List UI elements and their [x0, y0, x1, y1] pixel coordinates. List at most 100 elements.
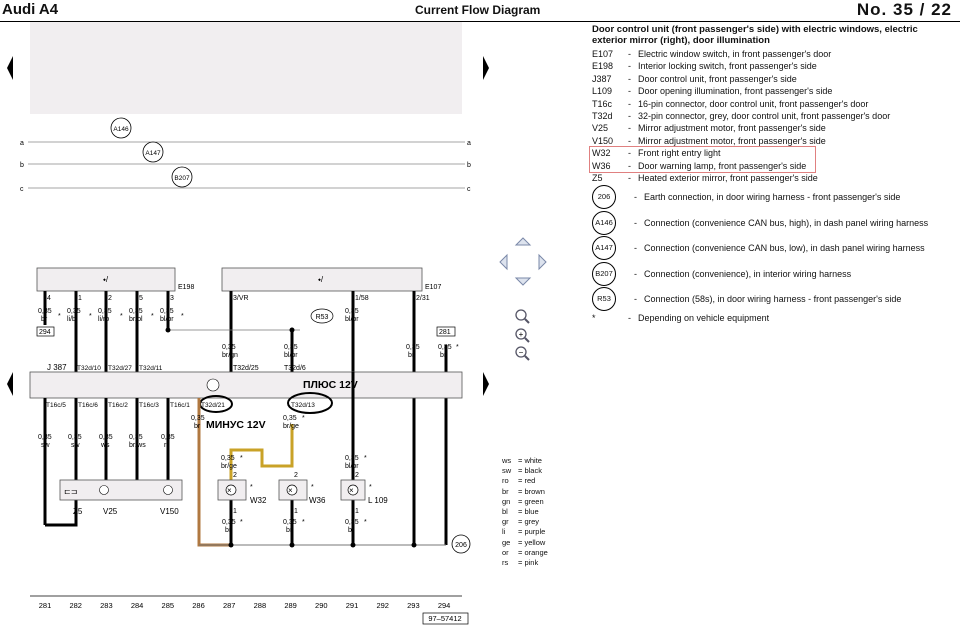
svg-text:0,35: 0,35 [129, 434, 143, 441]
svg-text:T32d/13: T32d/13 [291, 402, 315, 409]
bus-label-b-right: b [467, 162, 471, 169]
next-mid-arrow-icon[interactable] [483, 372, 489, 396]
svg-text:0,35: 0,35 [160, 308, 174, 315]
ref-281-box [436, 326, 456, 337]
next-top-arrow-icon[interactable] [483, 56, 489, 80]
legend-desc: Door warning lamp, front passenger's sid… [638, 160, 807, 171]
svg-text:T32d/10: T32d/10 [77, 365, 101, 372]
svg-text:1: 1 [78, 295, 82, 302]
svg-text:1: 1 [294, 508, 298, 515]
model-title: Audi A4 [2, 1, 59, 18]
legend-item: W36-Door warning lamp, front passenger's… [592, 160, 947, 172]
bus-label-a-left: a [20, 140, 24, 147]
legend-note: * - Depending on vehicle equipment [592, 312, 947, 324]
svg-text:0,35: 0,35 [283, 519, 297, 526]
legend-code: T16c [592, 98, 613, 109]
junction-285 [165, 327, 171, 333]
zoom-out-icon[interactable]: − [515, 346, 530, 361]
svg-text:T32d/21: T32d/21 [201, 402, 225, 409]
pan-up-icon[interactable] [514, 237, 532, 246]
legend-code: W32 [592, 148, 611, 159]
legend-highlight-w32-w36 [589, 146, 816, 173]
column-number: 291 [346, 601, 359, 610]
svg-text:2/31: 2/31 [416, 295, 430, 302]
pan-left-icon[interactable] [499, 253, 508, 271]
connector-circle: 206 [592, 185, 616, 210]
legend-item: W32-Front right entry light [592, 147, 947, 159]
connector-desc: Connection (convenience), in interior wi… [644, 268, 852, 279]
connector-circle: A146 [592, 210, 616, 235]
color-key-row: ro= red [502, 476, 536, 486]
svg-text:T16c/3: T16c/3 [139, 402, 159, 409]
svg-text:*: * [302, 519, 305, 526]
column-number: 282 [69, 601, 82, 610]
motor-v150-icon [163, 485, 173, 495]
legend-code: Z5 [592, 173, 603, 184]
svg-text:*: * [120, 313, 123, 320]
svg-text:br/gn: br/gn [222, 352, 238, 359]
svg-text:*: * [151, 313, 154, 320]
svg-text:3/VR: 3/VR [233, 295, 249, 302]
bus-label-c-left: c [20, 186, 24, 193]
connector-circle: R53 [592, 287, 616, 312]
legend-item: Z5-Heated exterior mirror, front passeng… [592, 172, 947, 184]
legend-code: T32d [592, 111, 613, 122]
svg-text:T16c/6: T16c/6 [78, 402, 98, 409]
legend-desc: 16-pin connector, door control unit, fro… [638, 98, 869, 109]
svg-text:+: + [519, 330, 524, 339]
prev-mid-arrow-icon[interactable] [7, 372, 13, 396]
legend-code: E107 [592, 49, 614, 59]
prev-top-arrow-icon[interactable] [7, 56, 13, 80]
ground-206 [451, 534, 471, 554]
svg-text:W32: W32 [250, 496, 267, 505]
connector-circle: A147 [592, 236, 616, 261]
zoom-in-icon[interactable]: + [515, 328, 530, 343]
svg-text:0,35: 0,35 [345, 308, 359, 315]
svg-text:2: 2 [294, 472, 298, 479]
svg-text:1: 1 [355, 508, 359, 515]
svg-text:*: * [302, 415, 305, 422]
zoom-fit-icon[interactable] [515, 309, 530, 324]
svg-text:0,35: 0,35 [222, 344, 236, 351]
svg-text:br/ge: br/ge [221, 463, 237, 470]
connector-desc: Connection (58s), in door wiring harness… [644, 294, 902, 305]
connector-circle: B207 [592, 261, 616, 286]
color-key-row: ge= yellow [502, 537, 546, 547]
svg-text:sw: sw [71, 442, 81, 449]
color-key-row: ws= white [502, 456, 542, 465]
color-key-row: br= brown [502, 486, 545, 496]
svg-text:0,35: 0,35 [221, 455, 235, 462]
column-number: 292 [376, 601, 389, 610]
legend-panel: Door control unit (front passenger's sid… [592, 24, 947, 324]
svg-text:2: 2 [108, 295, 112, 302]
svg-text:br: br [408, 352, 415, 359]
svg-text:V150: V150 [160, 507, 179, 516]
pan-right-icon[interactable] [538, 253, 547, 271]
header-divider [0, 21, 960, 22]
svg-text:T32d/27: T32d/27 [108, 365, 132, 372]
svg-text:V25: V25 [103, 507, 118, 516]
legend-connector: A147-Connection (convenience CAN bus, lo… [592, 235, 947, 261]
legend-item: E198-Interior locking switch, front pass… [592, 60, 947, 72]
page-number: No. 35 / 22 [856, 0, 952, 19]
bus-label-a-right: a [467, 140, 471, 147]
node-a147-label: A147 [145, 150, 161, 157]
svg-text:br: br [41, 316, 48, 323]
legend-code: V25 [592, 123, 609, 134]
legend-desc: Mirror adjustment motor, front passenger… [638, 135, 826, 146]
color-key-row: gr= grey [502, 517, 540, 527]
connector-desc: Connection (convenience CAN bus, high), … [644, 217, 929, 228]
column-number: 285 [162, 601, 175, 610]
svg-text:W36: W36 [309, 496, 326, 505]
column-number: 284 [131, 601, 144, 610]
svg-text:br/ws: br/ws [129, 442, 146, 449]
svg-text:4: 4 [47, 295, 51, 302]
svg-text:0,35: 0,35 [68, 434, 82, 441]
connector-desc: Connection (convenience CAN bus, low), i… [644, 243, 925, 254]
svg-text:bl/br: bl/br [160, 316, 174, 323]
pan-down-icon[interactable] [514, 277, 532, 286]
node-r53-label: R53 [316, 314, 329, 321]
legend-code: L109 [592, 86, 613, 97]
